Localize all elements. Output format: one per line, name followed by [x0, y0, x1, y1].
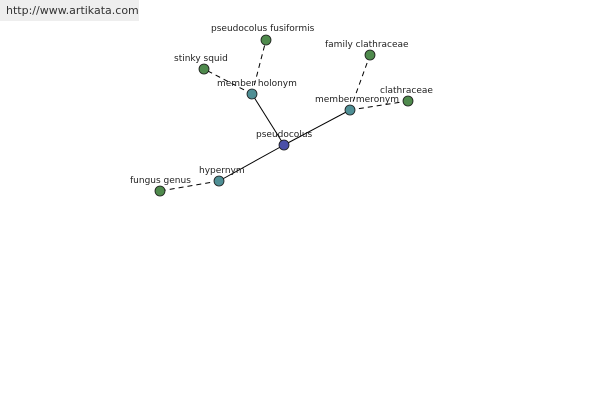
node-pseudocolus[interactable]: [278, 139, 290, 151]
node-hypernym[interactable]: [213, 175, 225, 187]
node-label-clathraceae[interactable]: clathraceae: [380, 86, 433, 96]
edge-member-holonym-to-pseudocolus-fusiformis: [251, 39, 267, 95]
watermark-banner: http://www.artikata.com: [0, 0, 139, 21]
nodes-layer: [154, 34, 414, 197]
node-family-clathraceae[interactable]: [364, 49, 376, 61]
watermark-url: http://www.artikata.com: [6, 4, 139, 17]
node-member-meronym[interactable]: [344, 104, 356, 116]
edge-hypernym-to-fungus-genus: [159, 180, 220, 192]
node-label-family-clathraceae[interactable]: family clathraceae: [325, 40, 409, 50]
node-label-member-meronym[interactable]: member meronym: [315, 95, 399, 105]
edges-layer: [159, 39, 409, 192]
labels-layer: pseudocolus member holonym member meronym h…: [130, 24, 433, 186]
node-label-stinky-squid[interactable]: stinky squid: [174, 54, 228, 64]
node-label-pseudocolus-fusiformis[interactable]: pseudocolus fusiformis: [211, 24, 315, 34]
node-label-fungus-genus[interactable]: fungus genus: [130, 176, 191, 186]
node-label-hypernym[interactable]: hypernym: [199, 166, 245, 176]
node-label-member-holonym[interactable]: member holonym: [217, 79, 297, 89]
node-stinky-squid[interactable]: [198, 63, 210, 75]
node-label-pseudocolus[interactable]: pseudocolus: [256, 130, 313, 140]
node-member-holonym[interactable]: [246, 88, 258, 100]
edge-pseudocolus-to-member-meronym: [283, 109, 351, 146]
node-pseudocolus-fusiformis[interactable]: [260, 34, 272, 46]
edge-member-holonym-to-stinky-squid: [203, 68, 253, 95]
edge-member-meronym-to-family-clathraceae: [349, 54, 371, 111]
node-fungus-genus[interactable]: [154, 185, 166, 197]
edge-member-meronym-to-clathraceae: [349, 100, 409, 111]
edge-pseudocolus-to-hypernym: [218, 144, 285, 182]
edge-pseudocolus-to-member-holonym: [251, 93, 285, 146]
node-clathraceae[interactable]: [402, 95, 414, 107]
